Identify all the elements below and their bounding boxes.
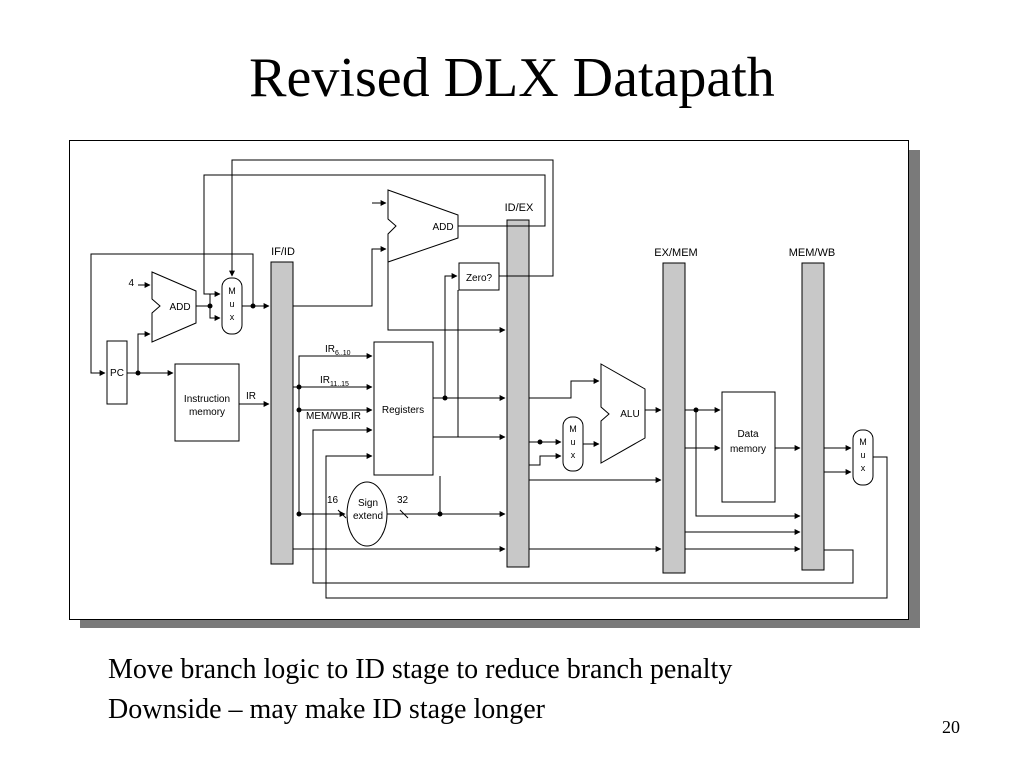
svg-text:x: x (571, 450, 576, 460)
pipeline-register-ex-mem: EX/MEM (654, 247, 698, 574)
page-number: 20 (942, 717, 960, 737)
svg-text:x: x (861, 463, 866, 473)
alu-input-mux: M u x (562, 416, 584, 472)
svg-text:Instruction: Instruction (184, 394, 230, 405)
svg-text:Registers: Registers (382, 405, 424, 416)
ex-mem-label: EX/MEM (654, 247, 697, 259)
data-memory: Data memory (721, 391, 776, 503)
ir-6-10-label: IR6..10 (325, 344, 351, 357)
svg-text:Zero?: Zero? (466, 273, 493, 284)
svg-text:memory: memory (730, 444, 766, 455)
id-ex-label: ID/EX (505, 202, 534, 214)
slide-title: Revised DLX Datapath (249, 47, 775, 109)
ir-label: IR (246, 391, 256, 402)
bits-32-label: 32 (397, 495, 409, 506)
pc-register: PC (106, 340, 128, 405)
if-id-label: IF/ID (271, 246, 295, 258)
writeback-mux: M u x (852, 429, 874, 486)
svg-text:ALU: ALU (620, 409, 639, 420)
svg-text:Data: Data (737, 429, 759, 440)
bullet-item: Downside – may make ID stage longer (108, 694, 545, 725)
svg-text:ADD: ADD (432, 222, 453, 233)
sign-extend-unit: Sign extend (346, 481, 388, 547)
zero-test: Zero? (458, 262, 500, 291)
pc-mux: M u x (221, 277, 243, 335)
svg-text:extend: extend (353, 511, 383, 522)
svg-text:PC: PC (110, 368, 124, 379)
alu: ALU (600, 363, 646, 464)
svg-text:u: u (860, 450, 865, 460)
bullet-list: Move branch logic to ID stage to reduce … (108, 650, 732, 730)
ir-11-15-label: IR11..15 (320, 375, 349, 388)
pipeline-register-id-ex: ID/EX (505, 202, 534, 568)
branch-adder: ADD (387, 189, 459, 263)
wire-junctions (135, 303, 699, 517)
instruction-memory: Instruction memory (174, 363, 240, 442)
svg-text:M: M (569, 424, 577, 434)
svg-text:ADD: ADD (169, 302, 190, 313)
svg-text:memory: memory (189, 407, 225, 418)
svg-text:M: M (859, 437, 867, 447)
pipeline-register-mem-wb: MEM/WB (789, 247, 835, 571)
svg-text:Sign: Sign (358, 498, 378, 509)
svg-text:u: u (570, 437, 575, 447)
pipeline-register-if-id: IF/ID (270, 246, 295, 565)
bits-16-label: 16 (327, 495, 339, 506)
svg-text:M: M (228, 286, 236, 296)
bullet-item: Move branch logic to ID stage to reduce … (108, 654, 733, 685)
svg-text:u: u (229, 299, 234, 309)
constant-four: 4 (128, 278, 134, 289)
register-file: Registers (373, 341, 434, 476)
svg-text:x: x (230, 312, 235, 322)
datapath-wires (90, 159, 888, 599)
mem-wb-ir-label: MEM/WB.IR (306, 411, 361, 422)
pc-adder: ADD (151, 271, 197, 343)
mem-wb-label: MEM/WB (789, 247, 835, 259)
